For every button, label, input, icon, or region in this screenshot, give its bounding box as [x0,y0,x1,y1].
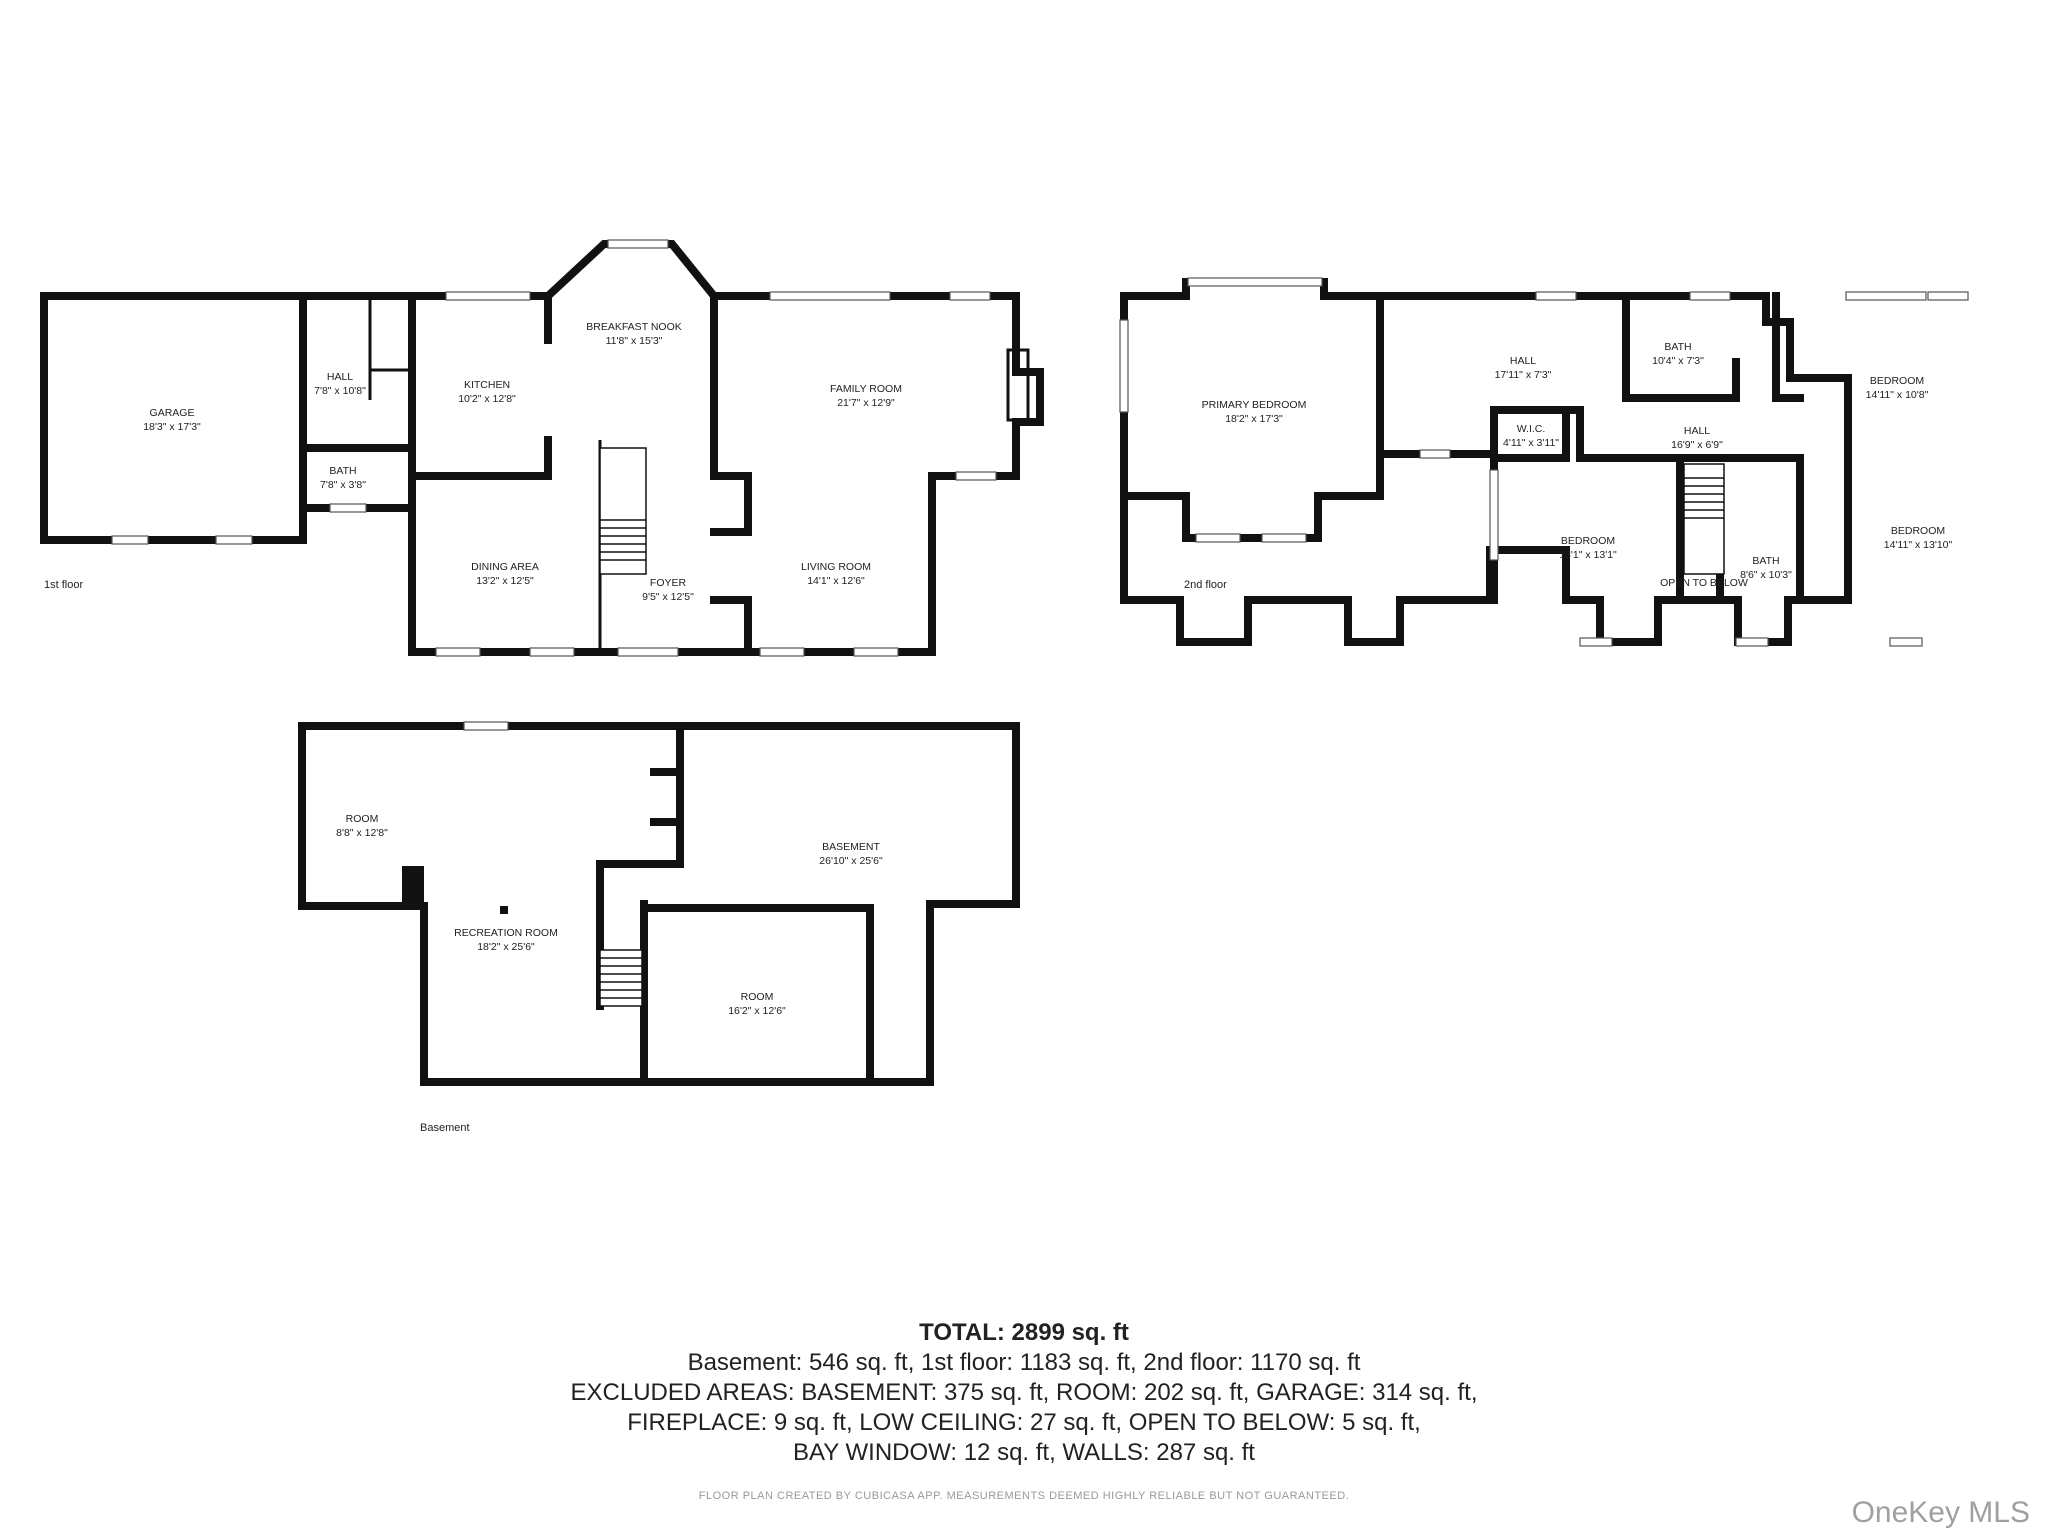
garage-walls [40,292,307,544]
low-ceiling-block [402,866,424,906]
basement-divider [596,722,684,1010]
excluded-areas-line-2: FIREPLACE: 9 sq. ft, LOW CEILING: 27 sq.… [627,1409,1421,1436]
foyer-living-wall [710,472,752,536]
room-label-wic: W.I.C.4'11" x 3'11" [1502,423,1560,449]
excluded-areas-line-1: EXCLUDED AREAS: BASEMENT: 375 sq. ft, RO… [570,1379,1478,1406]
living-room-wall [710,596,752,656]
kitchen-dining-wall [408,436,552,480]
first-floor-plan [40,239,1044,657]
first-floor-stair [599,447,647,575]
floor-areas: Basement: 546 sq. ft, 1st floor: 1183 sq… [687,1349,1361,1376]
room-se-north [716,904,874,1086]
fireplace [1006,348,1030,422]
second-floor-windows [1119,277,1969,647]
main-house-outline [408,240,1044,656]
total-area: TOTAL: 2899 sq. ft [919,1319,1129,1346]
floor-label-second: 2nd floor [1184,579,1227,591]
second-floor-plan [1119,277,1969,647]
first-floor-windows [111,239,997,657]
second-floor-stair [1683,463,1725,575]
floor-label-first: 1st floor [44,579,84,591]
basement-plan [298,721,1020,1086]
second-floor-outline [1120,278,1852,646]
open-to-below-label: OPEN TO BELOW [1660,577,1748,589]
hall2-south-wall [1376,406,1804,462]
disclaimer: FLOOR PLAN CREATED BY CUBICASA APP. MEAS… [698,1490,1350,1502]
basement-window [463,721,509,731]
bedroom-ne-walls [1772,292,1804,402]
floor-label-basement: Basement [420,1122,470,1134]
wic-walls [1490,406,1570,462]
bath-upper-walls [1622,292,1740,402]
watermark: OneKey MLS [1851,1496,2030,1529]
primary-bedroom-walls [1120,292,1384,542]
area-summary: TOTAL: 2899 sq. ft Basement: 546 sq. ft,… [0,1318,2048,1468]
support-post [500,906,508,914]
basement-stair [599,949,643,1007]
excluded-areas-line-3: BAY WINDOW: 12 sq. ft, WALLS: 287 sq. ft [793,1439,1255,1466]
